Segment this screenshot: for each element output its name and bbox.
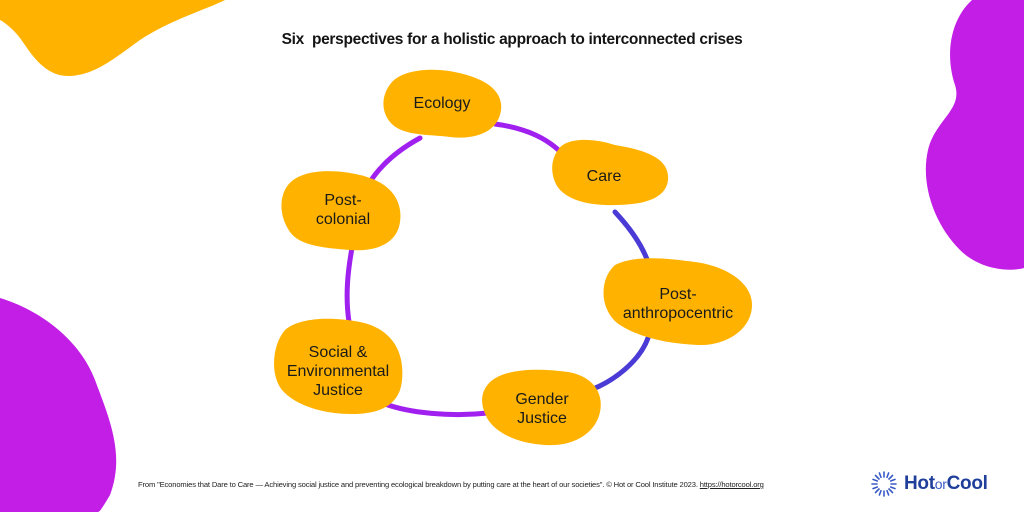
node-social-environmental-justice: Social & Environmental Justice bbox=[272, 338, 404, 404]
top-left-yellow-blob bbox=[0, 0, 225, 77]
node-gender-justice-line2: Justice bbox=[517, 410, 567, 427]
logo-hot: Hot bbox=[904, 473, 935, 494]
social-environmental-justice-blob bbox=[274, 318, 403, 414]
ring-segment-post-anthropocentric-gender bbox=[582, 335, 651, 395]
post-anthropocentric-blob bbox=[603, 258, 752, 346]
node-postcolonial-line1: Post- bbox=[324, 192, 362, 209]
node-post-anthropocentric: Post- anthropocentric bbox=[603, 280, 753, 328]
bottom-left-magenta-blob bbox=[0, 298, 117, 512]
node-social-env-line3: Justice bbox=[313, 381, 363, 399]
node-postcolonial-line2: colonial bbox=[315, 211, 371, 228]
source-link[interactable]: https://hotorcool.org bbox=[699, 480, 764, 489]
ring-segment-gender-social bbox=[382, 401, 491, 418]
diagram-title: Six perspectives for a holistic approach… bbox=[281, 31, 743, 48]
node-gender-justice: Gender Justice bbox=[486, 385, 598, 433]
ecology-blob bbox=[383, 69, 502, 138]
ring-segment-social-postcolonial bbox=[344, 245, 355, 325]
node-post-anthropocentric-line2: anthropocentric bbox=[622, 305, 734, 322]
gender-justice-blob bbox=[482, 369, 601, 446]
postcolonial-blob bbox=[281, 171, 401, 251]
node-postcolonial: Post- colonial bbox=[284, 186, 402, 234]
node-blobs bbox=[274, 69, 752, 446]
right-magenta-blob bbox=[925, 0, 1024, 270]
node-post-anthropocentric-line1: Post- bbox=[659, 286, 697, 303]
logo-cool: Cool bbox=[946, 473, 988, 494]
ring-segment-care-post-anthropocentric bbox=[612, 209, 651, 265]
node-social-env-line1: Social & bbox=[308, 343, 368, 361]
node-gender-justice-line1: Gender bbox=[515, 391, 569, 408]
logo-wordmark: HotorCool bbox=[904, 473, 988, 495]
node-social-env-line2: Environmental bbox=[286, 362, 390, 380]
source-citation: From "Economies that Dare to Care — Achi… bbox=[138, 480, 838, 489]
logo-or: or bbox=[934, 476, 947, 492]
hotorcool-logo[interactable]: HotorCool bbox=[870, 470, 1000, 498]
care-blob bbox=[552, 139, 669, 206]
citation-text: From "Economies that Dare to Care — Achi… bbox=[138, 480, 700, 489]
node-ecology: Ecology bbox=[382, 88, 502, 118]
sunburst-icon bbox=[871, 471, 897, 497]
node-care-label: Care bbox=[586, 167, 622, 185]
node-ecology-label: Ecology bbox=[413, 94, 471, 112]
node-care: Care bbox=[550, 161, 658, 191]
ring-segment-postcolonial-ecology bbox=[365, 135, 423, 188]
